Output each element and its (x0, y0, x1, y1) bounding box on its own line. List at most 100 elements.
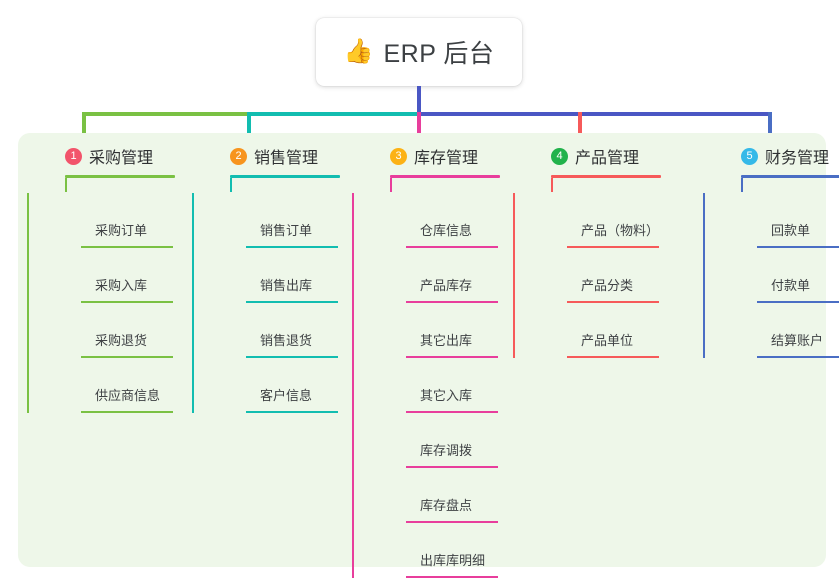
leaf-item-underline (406, 466, 498, 468)
leaf-item-label: 销售退货 (260, 333, 313, 348)
leaf-item[interactable]: 销售订单 (246, 193, 368, 248)
leaf-item[interactable]: 产品分类 (567, 248, 689, 303)
column-underline (551, 175, 661, 178)
column-spine (27, 193, 29, 413)
leaf-item-underline (246, 411, 338, 413)
column-stem (390, 178, 392, 192)
leaf-item[interactable]: 库存盘点 (406, 468, 528, 523)
leaf-item-underline (406, 411, 498, 413)
column-index-badge: 2 (230, 147, 247, 165)
column-stem (230, 178, 232, 192)
leaf-item[interactable]: 其它入库 (406, 358, 528, 413)
leaf-item-underline (246, 301, 338, 303)
leaf-item-underline (757, 356, 839, 358)
leaf-item-label: 其它入库 (420, 388, 473, 403)
leaf-item-label: 仓库信息 (420, 223, 473, 238)
thumbs-up-icon: 👍 (343, 38, 374, 65)
leaf-item-underline (757, 301, 839, 303)
column-stem (741, 178, 743, 192)
leaf-item[interactable]: 销售退货 (246, 303, 368, 358)
column-items: 仓库信息产品库存其它出库其它入库库存调拨库存盘点出库库明细 (352, 193, 528, 578)
leaf-item[interactable]: 产品单位 (567, 303, 689, 358)
column-index-badge: 3 (390, 147, 407, 165)
column-header-5[interactable]: 5 财务管理 (719, 133, 839, 179)
column-index-badge: 5 (741, 147, 758, 165)
root-node-title: ERP 后台 (383, 40, 495, 68)
root-node-content: 👍 ERP 后台 (344, 34, 495, 70)
column-title: 财务管理 (765, 150, 830, 167)
column-spine (703, 193, 705, 358)
leaf-item[interactable]: 客户信息 (246, 358, 368, 413)
column-items: 回款单付款单结算账户 (703, 193, 839, 358)
leaf-item[interactable]: 出库库明细 (406, 523, 528, 578)
column-title: 采购管理 (89, 150, 154, 167)
column-spine (513, 193, 515, 358)
branch-column: 3 库存管理仓库信息产品库存其它出库其它入库库存调拨库存盘点出库库明细 (352, 133, 528, 578)
leaf-item-underline (81, 411, 173, 413)
leaf-item[interactable]: 产品（物料） (567, 193, 689, 248)
leaf-item-underline (246, 246, 338, 248)
column-items: 销售订单销售出库销售退货客户信息 (192, 193, 368, 413)
leaf-item-label: 出库库明细 (420, 553, 486, 568)
leaf-item-underline (406, 301, 498, 303)
column-header-3[interactable]: 3 库存管理 (368, 133, 528, 179)
column-header-1[interactable]: 1 采购管理 (43, 133, 203, 179)
leaf-item[interactable]: 采购入库 (81, 248, 203, 303)
leaf-item-underline (406, 246, 498, 248)
column-stem (551, 178, 553, 192)
column-underline (741, 175, 839, 178)
leaf-item-label: 客户信息 (260, 388, 313, 403)
root-node-card[interactable]: 👍 ERP 后台 (316, 18, 522, 86)
leaf-item-underline (567, 301, 659, 303)
column-index-badge: 4 (551, 147, 568, 165)
leaf-item-underline (406, 356, 498, 358)
leaf-item[interactable]: 库存调拨 (406, 413, 528, 468)
leaf-item[interactable]: 产品库存 (406, 248, 528, 303)
leaf-item-label: 结算账户 (771, 333, 824, 348)
leaf-item[interactable]: 结算账户 (757, 303, 839, 358)
leaf-item-label: 库存调拨 (420, 443, 473, 458)
leaf-item-underline (81, 356, 173, 358)
branch-column: 1 采购管理采购订单采购入库采购退货供应商信息 (27, 133, 203, 413)
column-items: 采购订单采购入库采购退货供应商信息 (27, 193, 203, 413)
column-spine (192, 193, 194, 413)
leaf-item[interactable]: 销售出库 (246, 248, 368, 303)
leaf-item-label: 库存盘点 (420, 498, 473, 513)
leaf-item-label: 采购订单 (95, 223, 148, 238)
leaf-item-label: 供应商信息 (95, 388, 161, 403)
leaf-item-label: 采购退货 (95, 333, 148, 348)
leaf-item-underline (567, 356, 659, 358)
column-underline (65, 175, 175, 178)
leaf-item[interactable]: 采购订单 (81, 193, 203, 248)
column-title: 库存管理 (414, 150, 479, 167)
leaf-item[interactable]: 回款单 (757, 193, 839, 248)
leaf-item-label: 销售出库 (260, 278, 313, 293)
leaf-item-label: 产品库存 (420, 278, 473, 293)
leaf-item[interactable]: 仓库信息 (406, 193, 528, 248)
leaf-item[interactable]: 供应商信息 (81, 358, 203, 413)
branch-column: 5 财务管理回款单付款单结算账户 (703, 133, 839, 358)
leaf-item-label: 产品分类 (581, 278, 634, 293)
leaf-item[interactable]: 其它出库 (406, 303, 528, 358)
column-index-badge: 1 (65, 147, 82, 165)
leaf-item-underline (406, 521, 498, 523)
leaf-item-label: 产品（物料） (581, 223, 660, 238)
leaf-item-underline (81, 301, 173, 303)
leaf-item-label: 其它出库 (420, 333, 473, 348)
leaf-item[interactable]: 付款单 (757, 248, 839, 303)
column-underline (390, 175, 500, 178)
leaf-item-label: 销售订单 (260, 223, 313, 238)
leaf-item-label: 回款单 (771, 223, 811, 238)
leaf-item[interactable]: 采购退货 (81, 303, 203, 358)
column-items: 产品（物料） 产品分类产品单位 (513, 193, 689, 358)
leaf-item-label: 采购入库 (95, 278, 148, 293)
leaf-item-underline (757, 246, 839, 248)
column-underline (230, 175, 340, 178)
leaf-item-underline (246, 356, 338, 358)
column-spine (352, 193, 354, 578)
